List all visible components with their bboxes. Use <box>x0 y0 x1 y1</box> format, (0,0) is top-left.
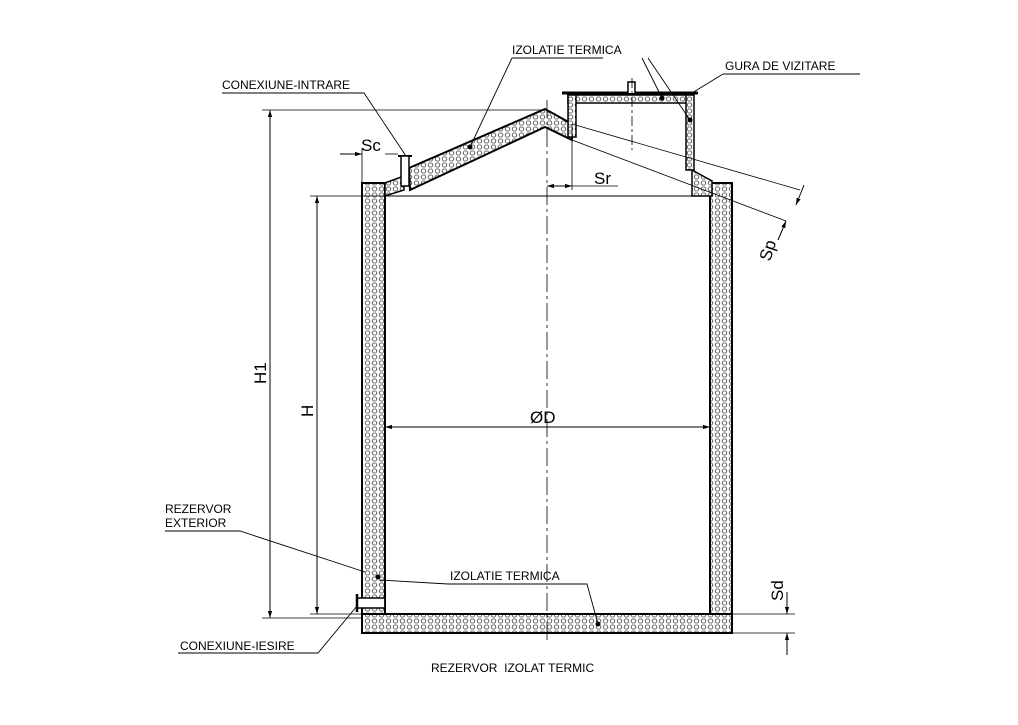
dim-h: H <box>298 405 317 417</box>
roof-right-stub <box>691 168 713 197</box>
dim-sc: Sc <box>361 136 381 155</box>
leader-lines <box>165 57 860 654</box>
manhole-right-wall <box>685 94 695 171</box>
label-conexiune-iesire: CONEXIUNE-IESIRE <box>180 639 295 653</box>
dim-diameter: ØD <box>530 408 556 427</box>
dim-h1: H1 <box>251 362 270 384</box>
roof-left-stub <box>384 174 405 198</box>
left-wall-insulation <box>361 182 386 619</box>
label-izolatie-bottom: IZOLATIE TERMICA <box>450 569 560 583</box>
dim-sd: Sd <box>768 580 787 601</box>
dim-sr: Sr <box>594 169 611 188</box>
label-gura-vizitare: GURA DE VIZITARE <box>725 59 835 73</box>
outlet-pipe <box>356 597 386 609</box>
dim-sp: Sp <box>756 238 780 264</box>
right-wall-insulation <box>709 182 733 619</box>
label-conexiune-intrare: CONEXIUNE-INTRARE <box>222 78 350 92</box>
label-rezervor: REZERVOR <box>165 502 232 516</box>
label-exterior: EXTERIOR <box>165 516 227 530</box>
label-izolatie-top: IZOLATIE TERMICA <box>512 43 622 57</box>
roof-insulation <box>407 107 573 192</box>
drawing-title: REZERVOR IZOLAT TERMIC <box>431 661 594 675</box>
inlet-pipe <box>400 155 410 187</box>
manhole-vent <box>627 81 636 95</box>
